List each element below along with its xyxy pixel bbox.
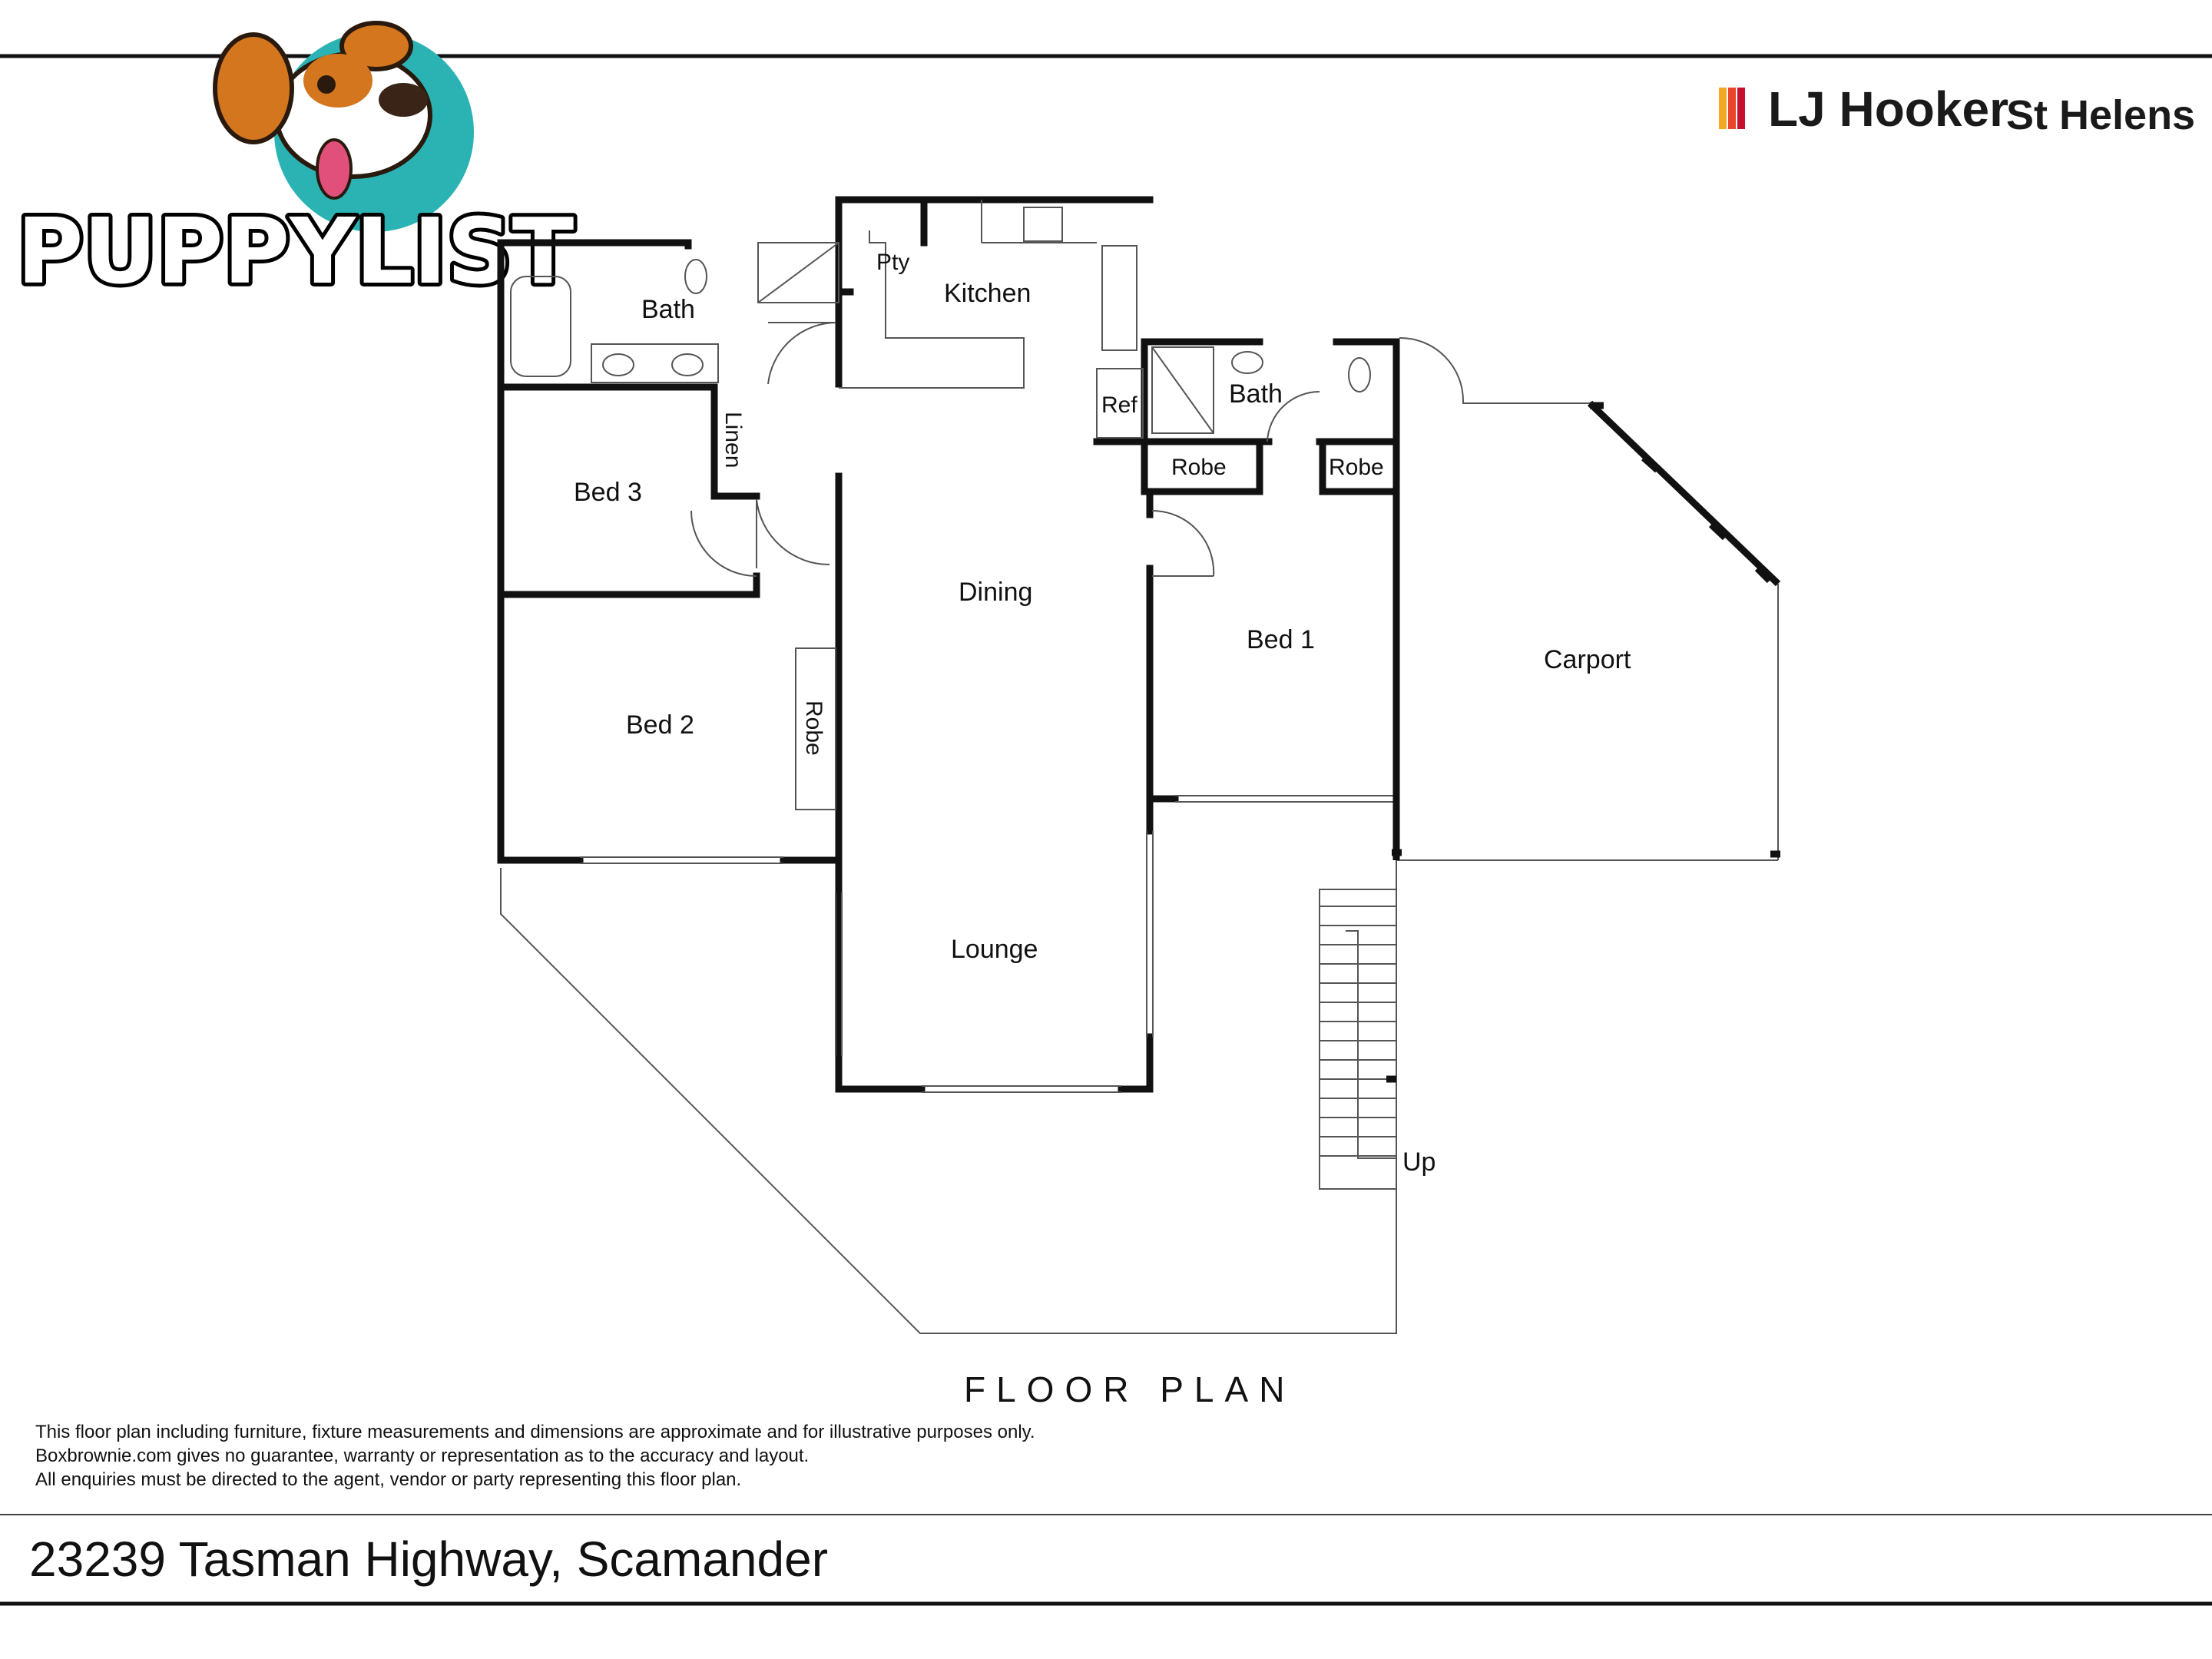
- dog-eye-icon: [317, 75, 336, 94]
- room-label-bath-main: Bath: [641, 295, 695, 324]
- disclaimer-line-3: All enquiries must be directed to the ag…: [35, 1469, 741, 1490]
- room-label-pantry: Pty: [876, 250, 909, 275]
- room-label-linen: Linen: [720, 412, 746, 468]
- watermark-text: PUPPYLIST: [17, 198, 574, 304]
- disclaimer-line-1: This floor plan including furniture, fix…: [35, 1422, 1035, 1442]
- room-label-kitchen: Kitchen: [944, 279, 1031, 308]
- dog-tongue-icon: [316, 138, 353, 200]
- dog-patch-icon: [303, 54, 373, 108]
- dog-nose-icon: [379, 83, 428, 117]
- brand-office: St Helens: [2006, 92, 2195, 138]
- room-label-bath-ensuite: Bath: [1229, 379, 1283, 409]
- disclaimer-line-2: Boxbrownie.com gives no guarantee, warra…: [35, 1445, 809, 1466]
- plan-title: FLOOR PLAN: [964, 1369, 1295, 1409]
- property-address: 23239 Tasman Highway, Scamander: [29, 1532, 828, 1587]
- room-label-dining: Dining: [959, 578, 1032, 607]
- room-label-bed3: Bed 3: [574, 478, 642, 507]
- room-label-ref: Ref: [1101, 392, 1137, 418]
- room-label-robe-1: Robe: [1171, 455, 1227, 480]
- room-label-lounge: Lounge: [951, 935, 1038, 964]
- puppylist-logo: PUPPYLIST: [13, 21, 578, 308]
- lj-hooker-logo: LJ Hooker St Helens: [1719, 81, 2195, 138]
- brand-bar-orange: [1719, 88, 1727, 129]
- walls: [497, 196, 1400, 1093]
- room-label-bed2: Bed 2: [626, 710, 694, 740]
- dog-ear-right-icon: [339, 21, 413, 71]
- carport-walls: [1386, 342, 1781, 1083]
- brand-bar-crimson: [1737, 88, 1745, 129]
- room-label-robe-bed2: Robe: [801, 700, 826, 756]
- brand-bar-red: [1728, 88, 1736, 129]
- room-label-bed1: Bed 1: [1247, 625, 1315, 654]
- brand-name: LJ Hooker: [1768, 81, 2008, 137]
- stairs-up-label: Up: [1402, 1147, 1435, 1177]
- room-label-carport: Carport: [1544, 645, 1631, 674]
- room-label-robe-2: Robe: [1329, 455, 1384, 480]
- fixtures: [500, 200, 1779, 1334]
- dog-ear-left-icon: [213, 32, 294, 144]
